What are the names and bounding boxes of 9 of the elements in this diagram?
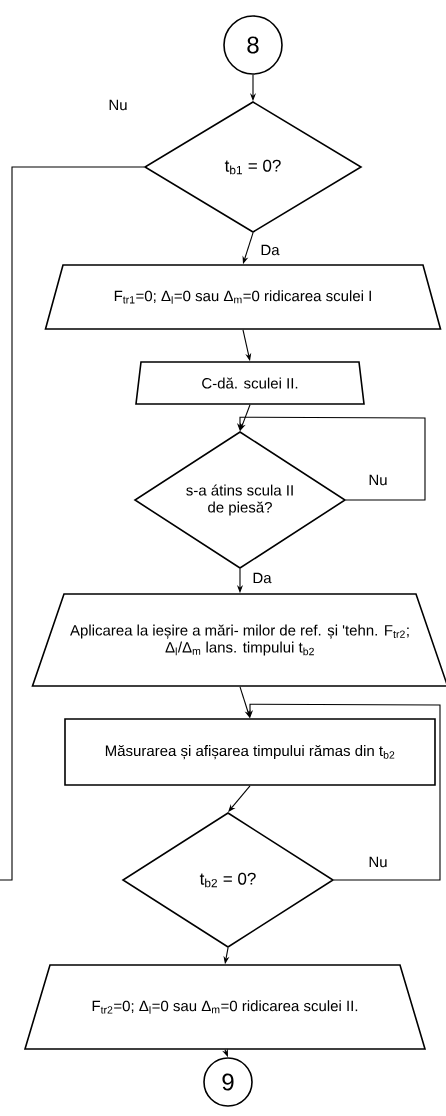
edge-label: Nu <box>367 855 389 869</box>
edge-label: Nu <box>107 98 129 112</box>
edge-label: Da <box>259 243 281 257</box>
process-trapezoid: F$_{tr1}$=0; Δ$_{l}$=0 sau Δ$_{m}$=0 ridicarea sculei I <box>44 264 442 330</box>
process-trapezoid: C-dă. sculei II. <box>135 361 365 405</box>
process-box: Măsurarea și afișarea timpului rămas din t$_{b2}$ <box>64 718 436 786</box>
process-trapezoid: Aplicarea la ieșire a mări- milor de ref. și 'tehn. F$_{tr2}$; Δ$_{l}$/Δ$_{m}$ lans. timpului t$_{b2}$ <box>31 593 446 687</box>
edge-label: Da <box>251 571 273 585</box>
edge-label: Nu <box>367 473 389 487</box>
